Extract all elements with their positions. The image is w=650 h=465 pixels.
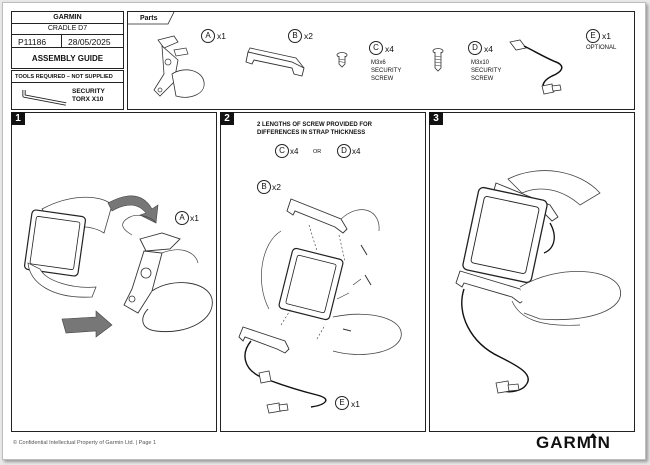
step-1-part-a-qty: x1 (190, 213, 199, 223)
part-d-desc1: M3x10 (471, 60, 490, 66)
doc-title: ASSEMBLY GUIDE (31, 54, 104, 63)
tool-name-line1: SECURITY (72, 88, 105, 95)
tool-name-line2: TORX X10 (72, 96, 104, 103)
step-2-part-b-marker: B (257, 180, 271, 194)
cradle-part-drawing (153, 35, 205, 98)
step-2-option-d-qty: x4 (352, 147, 361, 156)
step-2-part-e-qty: x1 (351, 399, 360, 409)
parts-heading: Parts (140, 15, 158, 22)
step-3-illustration (455, 170, 622, 394)
part-b-marker: B (288, 29, 302, 43)
usb-cable-drawing (509, 39, 563, 95)
part-d-marker: D (468, 41, 482, 55)
part-c-desc1: M3x6 (371, 60, 386, 66)
step-1-part-a-marker: A (175, 211, 189, 225)
part-a-qty: x1 (217, 31, 226, 41)
parts-block: Parts A x1 B x2 C x4 M3x6 (127, 11, 635, 110)
brand-label: GARMIN (53, 14, 82, 21)
step-2-or-label: OR (313, 149, 322, 155)
part-d-desc2: SECURITY (471, 68, 502, 74)
step-1-illustration (24, 195, 213, 338)
part-c-marker: C (369, 41, 383, 55)
step-2-number: 2 (220, 112, 234, 125)
strap-clamp-drawing (245, 47, 305, 77)
title-block: GARMIN CRADLE D7 P11186 28/05/2025 ASSEM… (11, 11, 124, 69)
step-2-note-line2: DIFFERENCES IN STRAP THICKNESS (257, 130, 366, 136)
step-3-panel: 3 (429, 112, 635, 432)
part-e-qty: x1 (602, 31, 611, 41)
part-e-desc1: OPTIONAL (586, 45, 617, 51)
step-2-option-d-marker: D (337, 144, 351, 158)
step-2-part-e-marker: E (335, 396, 349, 410)
tools-block: TOOLS REQUIRED – NOT SUPPLIED SECURITY T… (11, 70, 124, 110)
part-d-qty: x4 (484, 44, 493, 54)
part-b-qty: x2 (304, 31, 313, 41)
doc-date: 28/05/2025 (68, 37, 111, 47)
part-number: P11186 (18, 37, 47, 47)
hex-key-icon (22, 90, 67, 106)
step-1-number: 1 (11, 112, 25, 125)
parts-heading-tab (128, 11, 175, 25)
tools-heading: TOOLS REQUIRED – NOT SUPPLIED (15, 74, 113, 80)
part-d-desc3: SCREW (471, 76, 494, 82)
long-screw-drawing (432, 48, 444, 72)
step-3-number: 3 (429, 112, 443, 125)
confidential-notice: © Confidential Intellectual Property of … (13, 440, 157, 446)
step-1-panel: 1 A x1 (11, 112, 217, 432)
part-e-marker: E (586, 29, 600, 43)
garmin-logo-mark (589, 433, 597, 438)
step-2-panel: 2 2 LENGTHS OF SCREW PROVIDED FOR DIFFER… (220, 112, 426, 432)
garmin-logo: GARMIN (536, 433, 611, 452)
assembly-sheet: GARMIN CRADLE D7 P11186 28/05/2025 ASSEM… (2, 2, 646, 460)
part-a-marker: A (201, 29, 215, 43)
short-screw-drawing (336, 52, 348, 68)
step-2-option-c-marker: C (275, 144, 289, 158)
product-name: CRADLE D7 (47, 25, 88, 32)
step-2-illustration (238, 198, 402, 414)
part-c-qty: x4 (385, 44, 394, 54)
step-2-note-line1: 2 LENGTHS OF SCREW PROVIDED FOR (257, 122, 373, 128)
part-c-desc2: SECURITY (371, 68, 402, 74)
step-2-option-c-qty: x4 (290, 147, 299, 156)
step-2-part-b-qty: x2 (272, 182, 281, 192)
part-c-desc3: SCREW (371, 76, 394, 82)
